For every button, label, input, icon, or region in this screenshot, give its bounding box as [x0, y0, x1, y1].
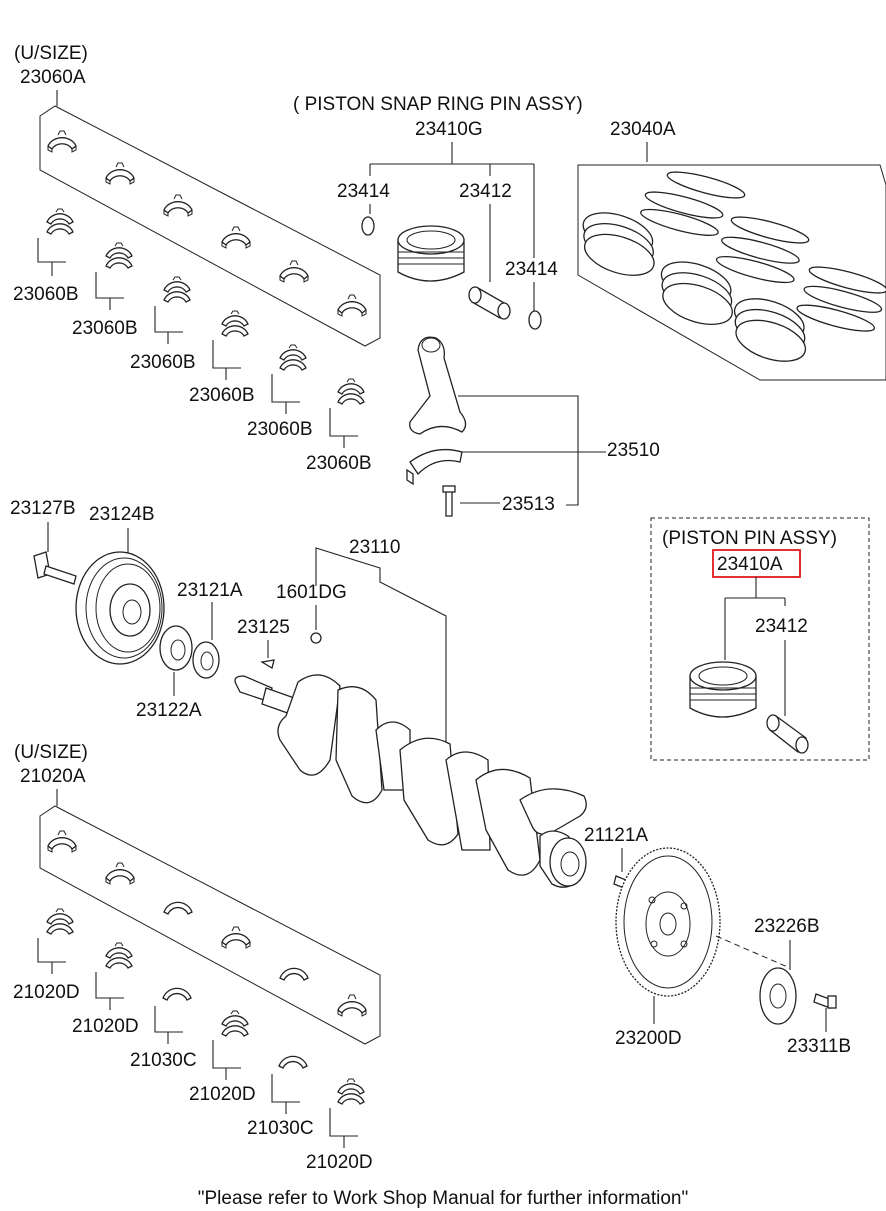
footer-note: "Please refer to Work Shop Manual for fu…	[198, 1188, 688, 1209]
part-label-23122A[interactable]: 23122A	[136, 700, 202, 721]
part-label-23412-b[interactable]: 23412	[755, 616, 808, 637]
part-label-23200D[interactable]: 23200D	[615, 1028, 682, 1049]
reinforcement-plate	[759, 967, 797, 1025]
bearing-shell-pairs-upper	[46, 208, 365, 405]
ring-set-panel	[577, 164, 886, 381]
assy-title-piston-pin: (PISTON PIN ASSY)	[662, 528, 837, 549]
part-label-23127B[interactable]: 23127B	[10, 498, 76, 519]
part-label-21020D-4[interactable]: 21020D	[306, 1152, 373, 1173]
piston-1	[397, 225, 465, 282]
main-bearing-kit-upper: (U/SIZE) 23060A 23060B 23060B 23060B	[13, 43, 381, 474]
part-label-1601DG[interactable]: 1601DG	[276, 582, 347, 603]
part-label-21020D-2[interactable]: 21020D	[72, 1016, 139, 1037]
part-label-23060B-1[interactable]: 23060B	[13, 284, 79, 305]
crank-pulley-group: 23127B 23124B 23121A 23122A 23125	[10, 498, 347, 721]
crank-key	[260, 659, 275, 670]
crank-flange	[549, 837, 587, 887]
main-bearing-kit-lower: (U/SIZE) 21020A 21020D 21020D 21030C	[13, 742, 381, 1173]
part-label-23040A[interactable]: 23040A	[610, 119, 676, 140]
damper-pulley	[75, 551, 165, 665]
piston-pin-2	[766, 714, 809, 754]
assy-title-piston-snap-ring-pin: ( PISTON SNAP RING PIN ASSY)	[293, 94, 583, 115]
part-label-21020A[interactable]: 21020A	[20, 766, 86, 787]
part-label-23510[interactable]: 23510	[607, 440, 660, 461]
bearing-shell-pairs-lower	[46, 908, 365, 1105]
drive-plate-group: 23200D 23226B 23311B	[615, 847, 851, 1057]
usize-label-bottom: (U/SIZE)	[14, 742, 88, 763]
part-label-23226B[interactable]: 23226B	[754, 916, 820, 937]
part-label-21030C-1[interactable]: 21030C	[130, 1050, 197, 1071]
plug-1601DG	[310, 632, 322, 644]
piston-pin-1	[468, 286, 511, 320]
part-label-23410A[interactable]: 23410A	[717, 554, 783, 575]
drive-plate-bolt	[813, 993, 837, 1009]
part-label-23110[interactable]: 23110	[349, 537, 400, 558]
part-label-23412-a[interactable]: 23412	[459, 181, 512, 202]
snap-ring-1	[361, 216, 375, 236]
part-label-23060B-4[interactable]: 23060B	[189, 385, 255, 406]
part-label-23124B[interactable]: 23124B	[89, 504, 155, 525]
part-label-23060B-5[interactable]: 23060B	[247, 419, 313, 440]
part-label-23414-a[interactable]: 23414	[337, 181, 390, 202]
part-label-23121A[interactable]: 23121A	[177, 580, 243, 601]
piston-2	[689, 661, 757, 718]
timing-sprocket	[159, 625, 193, 671]
usize-label-top: (U/SIZE)	[14, 43, 88, 64]
part-label-23311B[interactable]: 23311B	[787, 1036, 851, 1057]
part-label-23410G[interactable]: 23410G	[415, 119, 483, 140]
bearing-kit-panel-upper	[39, 105, 381, 347]
bearing-kit-panel-lower	[39, 805, 381, 1045]
piston-snap-ring-pin-assy: ( PISTON SNAP RING PIN ASSY) 23410G 2341…	[293, 94, 583, 330]
connecting-rod: 23510 23513	[406, 336, 660, 517]
sprocket-washer	[192, 641, 220, 679]
part-label-23125[interactable]: 23125	[237, 617, 290, 638]
part-label-23060A[interactable]: 23060A	[20, 67, 86, 88]
part-label-23060B-2[interactable]: 23060B	[72, 318, 138, 339]
part-label-23060B-6[interactable]: 23060B	[306, 453, 372, 474]
piston-ring-set: 23040A	[577, 119, 886, 381]
drive-plate	[615, 847, 721, 997]
part-label-21121A[interactable]: 21121A	[584, 825, 648, 846]
part-label-21030C-2[interactable]: 21030C	[247, 1118, 314, 1139]
part-label-21020D-3[interactable]: 21020D	[189, 1084, 256, 1105]
part-label-23060B-3[interactable]: 23060B	[130, 352, 196, 373]
snap-ring-2	[528, 310, 542, 330]
crankshaft: 23110 21121A	[234, 537, 648, 889]
piston-pin-assy-box: (PISTON PIN ASSY) 23410A 23412	[650, 517, 870, 761]
pulley-bolt	[33, 551, 77, 585]
part-label-23513[interactable]: 23513	[502, 494, 555, 515]
part-label-21020D-1[interactable]: 21020D	[13, 982, 80, 1003]
part-label-23414-b[interactable]: 23414	[505, 259, 558, 280]
